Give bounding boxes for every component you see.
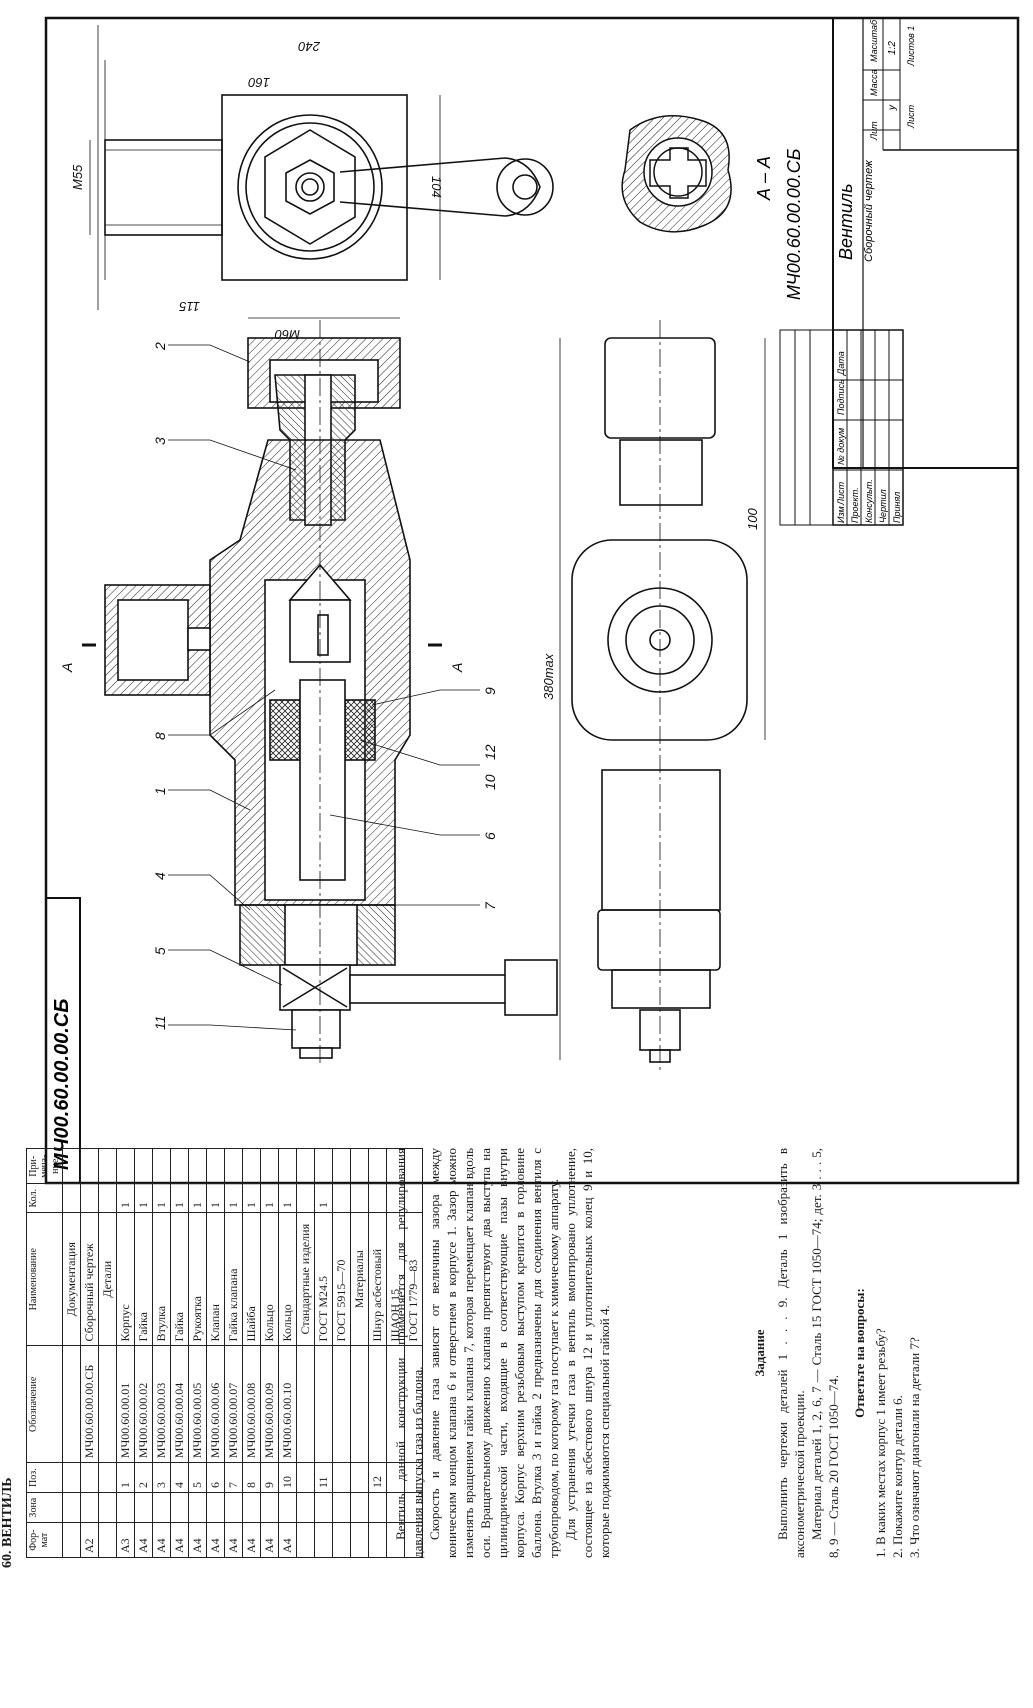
question-item: 3. Что означают диагонали на детали 7? bbox=[907, 1337, 922, 1558]
spec-section: Стандартные изделия bbox=[296, 1148, 315, 1558]
svg-text:6: 6 bbox=[482, 832, 498, 840]
title-name: Вентиль bbox=[836, 183, 856, 260]
title-subtitle: Сборочный чертеж bbox=[863, 160, 875, 262]
main-section-view bbox=[104, 337, 558, 1059]
svg-text:Консульт.: Консульт. bbox=[864, 479, 874, 523]
svg-text:2: 2 bbox=[152, 342, 168, 351]
position-numbers: 2 3 8 1 4 5 11 9 12 10 6 7 bbox=[152, 342, 498, 1030]
svg-text:5: 5 bbox=[152, 947, 168, 955]
top-view bbox=[104, 94, 554, 281]
title-roles: Изм Лист № докум Подпись Дата Проект. Ко… bbox=[836, 351, 902, 523]
svg-text:Дата: Дата bbox=[836, 351, 846, 376]
code-stamp: МЧ00.60.00.00.СБ bbox=[51, 999, 73, 1170]
svg-text:M60: M60 bbox=[274, 327, 300, 342]
section-a-a bbox=[621, 115, 732, 233]
svg-text:Чертил: Чертил bbox=[878, 489, 888, 523]
dimension-lines bbox=[89, 25, 766, 1060]
svg-text:1: 1 bbox=[152, 787, 168, 795]
section-label: А – А bbox=[754, 156, 774, 201]
task-block: Задание Выполнить чертежи деталей 1 . . … bbox=[752, 1148, 923, 1558]
spec-header-row: Фор-мат Зона Поз. Обозначение Наименован… bbox=[26, 1148, 63, 1558]
svg-text:Изм: Изм bbox=[836, 506, 846, 523]
svg-text:Подпись: Подпись bbox=[836, 379, 846, 415]
description-paragraph: Скорость и давление газа зависят от вели… bbox=[427, 1148, 561, 1558]
title-mass: Масса bbox=[869, 69, 879, 96]
spec-section: Детали bbox=[98, 1148, 117, 1558]
svg-text:10: 10 bbox=[482, 774, 498, 790]
svg-text:8: 8 bbox=[152, 732, 168, 740]
svg-text:11: 11 bbox=[152, 1015, 168, 1030]
task-paragraph: Материал деталей 1, 2, 6, 7 — Сталь 15 Г… bbox=[809, 1148, 841, 1558]
title-scale: Масштаб bbox=[869, 19, 879, 62]
svg-text:100: 100 bbox=[745, 508, 760, 530]
svg-text:Проект.: Проект. bbox=[850, 487, 860, 523]
spec-section: Документация bbox=[62, 1148, 81, 1558]
svg-text:4: 4 bbox=[152, 872, 168, 880]
svg-text:Принял: Принял bbox=[892, 492, 902, 523]
description-block: Вентиль данной конструкции применяется д… bbox=[392, 1148, 613, 1558]
task-title: Задание bbox=[752, 1329, 767, 1377]
svg-text:115: 115 bbox=[179, 299, 200, 314]
description-paragraph: Вентиль данной конструкции применяется д… bbox=[393, 1148, 425, 1558]
title-sheet: Лист bbox=[906, 104, 916, 129]
task-paragraph: Выполнить чертежи деталей 1 . . . 9. Дет… bbox=[775, 1148, 807, 1558]
title-u: у bbox=[887, 104, 898, 111]
cut-mark-right: А bbox=[449, 663, 465, 673]
svg-text:160: 160 bbox=[248, 75, 270, 90]
svg-text:12: 12 bbox=[482, 744, 498, 760]
svg-text:380max: 380max bbox=[541, 653, 556, 700]
code-stamp-box bbox=[45, 897, 81, 1184]
question-item: 1. В каких местах корпус 1 имеет резьбу? bbox=[873, 1328, 888, 1558]
description-paragraph: Для устранения утечки газа в вентиль вмо… bbox=[563, 1148, 612, 1558]
dimension-labels: 240 160 115 104 M55 M60 100 380max bbox=[70, 39, 760, 700]
svg-text:104: 104 bbox=[429, 176, 444, 198]
svg-text:3: 3 bbox=[152, 437, 168, 445]
svg-text:9: 9 bbox=[482, 687, 498, 695]
title-sheets: Листов 1 bbox=[906, 26, 916, 67]
questions-title: Ответьте на вопросы: bbox=[852, 1288, 867, 1418]
table-row: ГОСТ 5915—70 bbox=[332, 1148, 351, 1558]
svg-text:240: 240 bbox=[298, 39, 321, 54]
title-lit: Лит bbox=[869, 121, 879, 141]
question-item: 2. Покажите контур детали 6. bbox=[890, 1395, 905, 1558]
svg-text:Лист: Лист bbox=[836, 481, 846, 506]
svg-text:7: 7 bbox=[482, 901, 498, 910]
cut-mark-left: А bbox=[59, 663, 75, 673]
spec-section: Материалы bbox=[350, 1148, 369, 1558]
title-code: МЧ00.60.00.00.СБ bbox=[784, 148, 804, 300]
position-leaders bbox=[168, 344, 480, 1031]
title-scale-value: 1:2 bbox=[887, 41, 898, 55]
spec-table: Фор-мат Зона Поз. Обозначение Наименован… bbox=[26, 1148, 423, 1558]
page-heading: 60. ВЕНТИЛЬ bbox=[0, 1477, 15, 1568]
drawing-frame bbox=[44, 16, 1020, 1185]
svg-text:M55: M55 bbox=[70, 164, 85, 190]
title-block bbox=[779, 17, 1019, 526]
svg-text:№ докум: № докум bbox=[836, 428, 846, 465]
